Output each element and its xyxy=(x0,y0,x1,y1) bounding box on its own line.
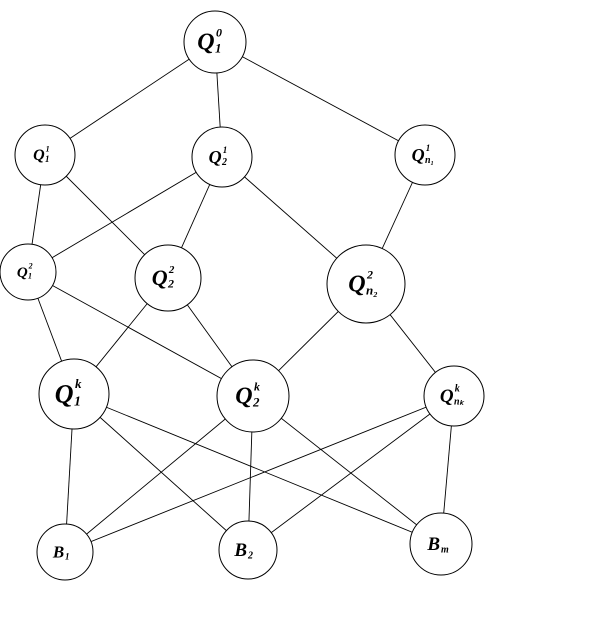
node-label-superscript: 1 xyxy=(426,143,431,153)
node-circle xyxy=(0,243,57,301)
edge-qk_2-b1 xyxy=(64,395,254,553)
node-label-superscript: 2 xyxy=(366,267,373,281)
node-circle xyxy=(326,244,406,324)
node-label-base: Q xyxy=(17,265,28,281)
node-label-subscript: 1 xyxy=(65,551,70,561)
node-label-base: Q xyxy=(55,379,74,408)
node-circle xyxy=(409,512,473,576)
node-circle xyxy=(38,358,110,430)
node-circle xyxy=(183,10,247,74)
node-label-superscript: k xyxy=(75,376,82,391)
node-label-subscript: 2 xyxy=(167,277,174,291)
node-label-base: B xyxy=(426,534,440,555)
node-label-superscript: 0 xyxy=(216,25,222,39)
node-label-superscript: 2 xyxy=(28,262,33,271)
node-label-base: Q xyxy=(412,145,425,165)
node-circle xyxy=(134,244,202,312)
node-label-base: B xyxy=(233,540,247,561)
node-label-base: Q xyxy=(152,265,168,290)
node-label-subscript: 2 xyxy=(221,157,227,168)
node-label-superscript: 1 xyxy=(223,145,228,155)
node-circle xyxy=(218,520,278,580)
node-label-base: Q xyxy=(33,147,45,164)
node-label-subscript: 1 xyxy=(215,41,222,56)
node-label-superscript: k xyxy=(455,384,460,395)
edge-qk_1-bm xyxy=(73,393,442,545)
node-label-subscript: 1 xyxy=(74,394,81,409)
edge-qk_nk-b2 xyxy=(247,395,455,551)
node-circle xyxy=(14,124,76,186)
node-label-subscript: m xyxy=(441,544,449,555)
edge-q0_1-q1_1 xyxy=(44,41,216,156)
edge-qk_nk-b1 xyxy=(64,395,455,553)
node-label-subscript: 1 xyxy=(45,154,50,164)
node-label-base: Q xyxy=(348,272,365,298)
node-label-superscript: k xyxy=(254,379,260,393)
edge-qk_2-bm xyxy=(252,395,442,545)
node-label-superscript: 1 xyxy=(46,144,50,153)
node-label-base: Q xyxy=(440,386,454,407)
node-label-subscript: nₖ xyxy=(454,396,466,407)
node-label-subscript: n₁ xyxy=(425,155,434,166)
edge-q0_1-q1_n1 xyxy=(214,41,426,156)
node-label-subscript: 2 xyxy=(252,395,260,410)
node-circle xyxy=(191,126,253,188)
edge-q1_2-q2_1 xyxy=(27,156,223,273)
node-label-base: Q xyxy=(197,30,214,56)
node-circle xyxy=(36,523,94,581)
node-label-superscript: 2 xyxy=(168,264,175,276)
node-circle xyxy=(216,359,290,433)
node-circle xyxy=(423,365,485,427)
node-label-subscript: n₂ xyxy=(366,283,378,298)
edge-q2_1-qk_2 xyxy=(27,271,254,397)
node-label-base: B xyxy=(52,542,64,561)
node-label-subscript: 1 xyxy=(28,272,32,281)
node-label-subscript: 2 xyxy=(247,550,253,561)
node-label-base: Q xyxy=(209,147,222,167)
node-circle xyxy=(394,124,456,186)
node-label-base: Q xyxy=(235,384,252,410)
